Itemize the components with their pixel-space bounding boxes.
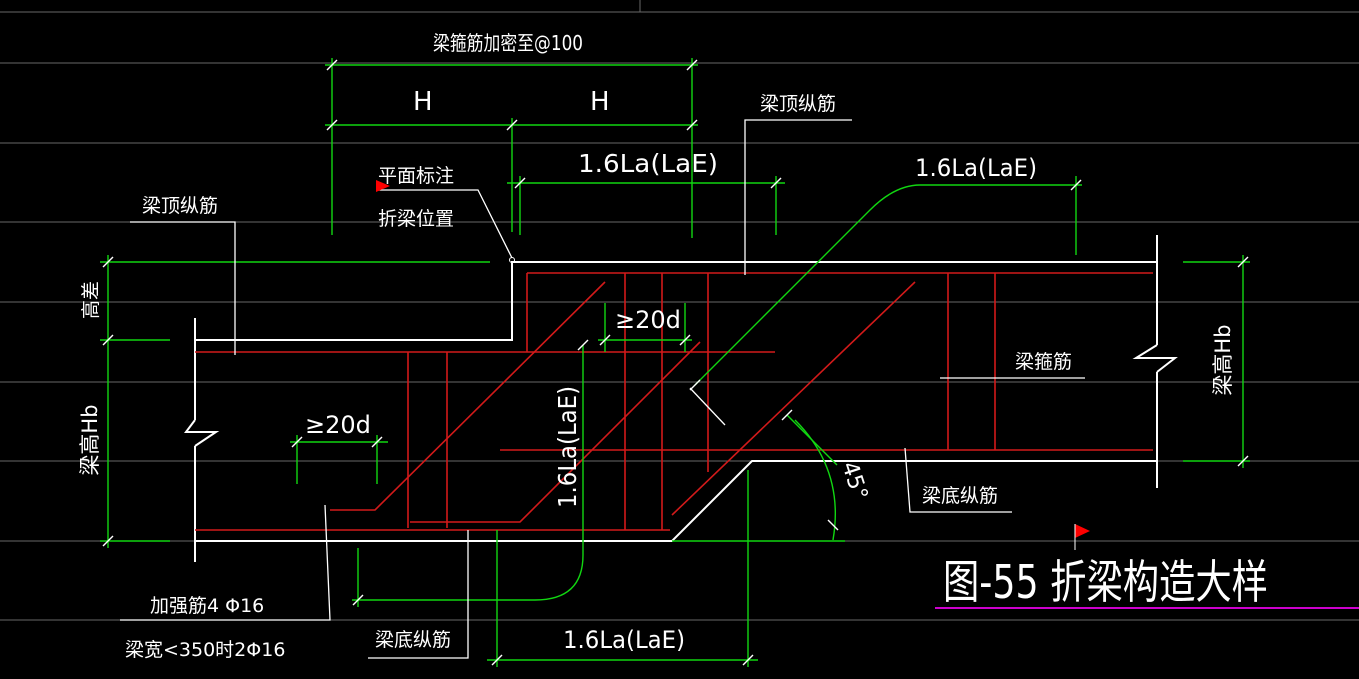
figure-title: 图-55 折梁构造大样 xyxy=(943,555,1268,609)
la-top-mid-label: 1.6La(LaE) xyxy=(578,149,718,178)
dimensions xyxy=(100,58,1250,667)
flag-marker-title xyxy=(1075,524,1090,538)
la-top-right-label: 1.6La(LaE) xyxy=(915,154,1037,182)
labels: 梁箍筋加密至@100 H H 梁顶纵筋 梁顶纵筋 平面标注 折梁位置 1.6La… xyxy=(78,31,1268,661)
ge20d-mid-label: ≥20d xyxy=(615,306,681,334)
reinforce-line2: 梁宽<350时2Φ16 xyxy=(125,639,285,661)
angle-label: 45° xyxy=(836,459,872,504)
beam-outline xyxy=(184,235,1178,562)
beam-h-right-label: 梁高Hb xyxy=(1211,324,1235,395)
top-bar-left-label: 梁顶纵筋 xyxy=(142,195,218,217)
top-bar-right-label: 梁顶纵筋 xyxy=(760,93,836,115)
flag-marker xyxy=(376,180,390,192)
rebar xyxy=(195,272,1153,531)
ticks xyxy=(102,59,1249,666)
leaders xyxy=(120,119,1085,659)
la-bottom-label: 1.6La(LaE) xyxy=(563,626,685,654)
h-left-label: H xyxy=(413,87,433,117)
plan-note-line1: 平面标注 xyxy=(378,165,454,187)
ge20d-left-label: ≥20d xyxy=(305,411,371,439)
beam-h-left-label: 梁高Hb xyxy=(78,404,102,475)
la-vertical-label: 1.6La(LaE) xyxy=(553,386,582,508)
h-right-label: H xyxy=(590,87,610,117)
bottom-bar-left-label: 梁底纵筋 xyxy=(375,629,451,651)
stirrup-dense-label: 梁箍筋加密至@100 xyxy=(433,31,583,55)
leader-dot xyxy=(509,257,515,263)
height-diff-label: 高差 xyxy=(80,281,102,319)
stirrup-label: 梁箍筋 xyxy=(1015,351,1072,373)
reinforce-line1: 加强筋4 Φ16 xyxy=(150,595,264,617)
plan-note-line2: 折梁位置 xyxy=(378,208,454,230)
bottom-bar-right-label: 梁底纵筋 xyxy=(922,485,998,507)
